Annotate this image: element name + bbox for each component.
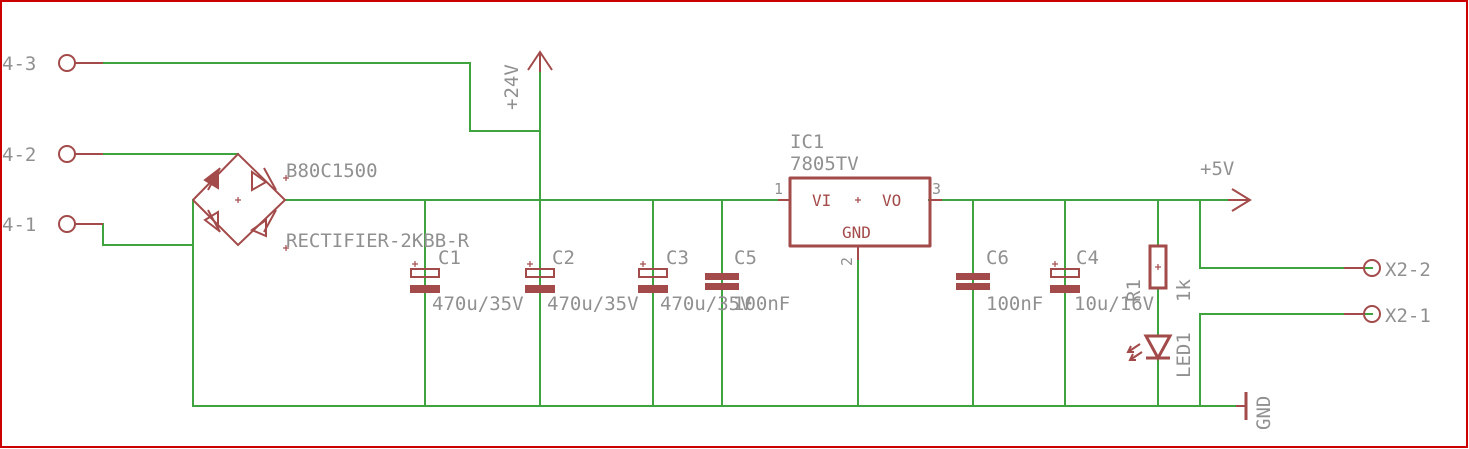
connector-4-2: 4-2 xyxy=(2,144,103,166)
regulator-value: 7805TV xyxy=(790,153,859,175)
capacitor-c2-value: 470u/35V xyxy=(547,293,639,315)
connector-4-1: 4-1 xyxy=(2,214,103,236)
capacitor-c1-name: C1 xyxy=(438,247,461,269)
capacitor-c5: C5 100nF xyxy=(705,247,790,315)
regulator-pin3-number: 3 xyxy=(932,180,941,198)
capacitor-c3-value: 470u/35V xyxy=(660,293,752,315)
resistor-r1-value: 1k xyxy=(1173,279,1195,302)
capacitor-c3: C3 470u/35V xyxy=(638,247,752,315)
capacitor-c4-name: C4 xyxy=(1076,247,1099,269)
capacitor-c1-value: 470u/35V xyxy=(432,293,524,315)
capacitor-c6-name: C6 xyxy=(986,247,1009,269)
regulator-pin-vo: VO xyxy=(882,191,901,210)
rectifier-value: RECTIFIER-2KBB-R xyxy=(286,230,470,252)
regulator-pin-gnd: GND xyxy=(842,223,871,242)
connector-x2-2-label: X2-2 xyxy=(1385,259,1431,281)
regulator-pin-vi: VI xyxy=(812,191,831,210)
connector-4-2-label: 4-2 xyxy=(2,144,36,166)
connector-4-1-label: 4-1 xyxy=(2,214,36,236)
ground-symbol: GND xyxy=(1236,392,1275,430)
regulator-ic1: IC1 7805TV VI VO GND 1 2 3 xyxy=(774,131,942,266)
connector-x2-1: X2-1 xyxy=(1344,305,1431,327)
connector-x2-1-label: X2-1 xyxy=(1385,305,1431,327)
capacitor-c1: C1 470u/35V xyxy=(410,247,524,315)
capacitor-c4: C4 10u/16V xyxy=(1050,247,1154,315)
regulator-pin2-number: 2 xyxy=(838,257,856,266)
capacitor-c2-name: C2 xyxy=(552,247,575,269)
capacitor-c2: C2 470u/35V xyxy=(525,247,639,315)
led-led1-name: LED1 xyxy=(1173,332,1195,378)
capacitor-c4-value: 10u/16V xyxy=(1074,293,1154,315)
capacitor-c3-name: C3 xyxy=(666,247,689,269)
supply-24v: +24V xyxy=(501,50,553,110)
connector-4-3: 4-3 xyxy=(2,53,103,75)
resistor-r1-name: R1 xyxy=(1123,279,1145,302)
capacitor-c6-value: 100nF xyxy=(986,293,1043,315)
regulator-name: IC1 xyxy=(790,131,824,153)
bridge-rectifier: B80C1500 RECTIFIER-2KBB-R xyxy=(192,152,470,252)
supply-5v: +5V xyxy=(1200,158,1252,212)
rectifier-name: B80C1500 xyxy=(286,160,378,182)
resistor-r1: R1 1k xyxy=(1123,244,1195,302)
connector-x2-2: X2-2 xyxy=(1344,259,1431,281)
connector-4-3-label: 4-3 xyxy=(2,53,36,75)
capacitor-c6: C6 100nF xyxy=(956,247,1043,315)
capacitor-c5-value: 100nF xyxy=(733,293,790,315)
led-led1: LED1 xyxy=(1126,332,1195,378)
supply-24v-label: +24V xyxy=(501,64,523,110)
ground-label: GND xyxy=(1253,396,1275,430)
regulator-pin1-number: 1 xyxy=(774,180,783,198)
wires xyxy=(74,62,1373,407)
capacitor-c5-name: C5 xyxy=(734,247,757,269)
supply-5v-label: +5V xyxy=(1200,158,1234,180)
